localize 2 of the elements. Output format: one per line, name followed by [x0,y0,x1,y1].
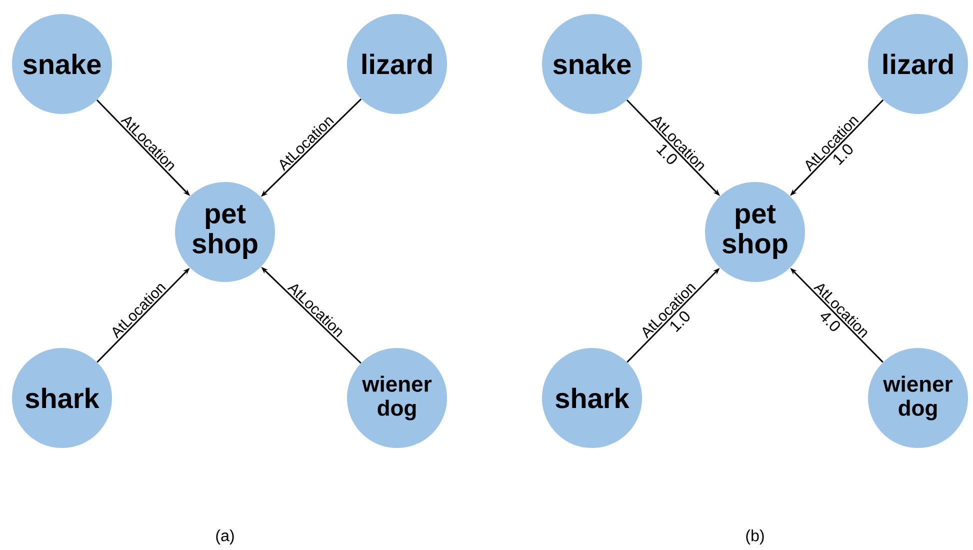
panel-caption: (b) [746,530,764,544]
panel-caption: (a) [216,530,234,544]
